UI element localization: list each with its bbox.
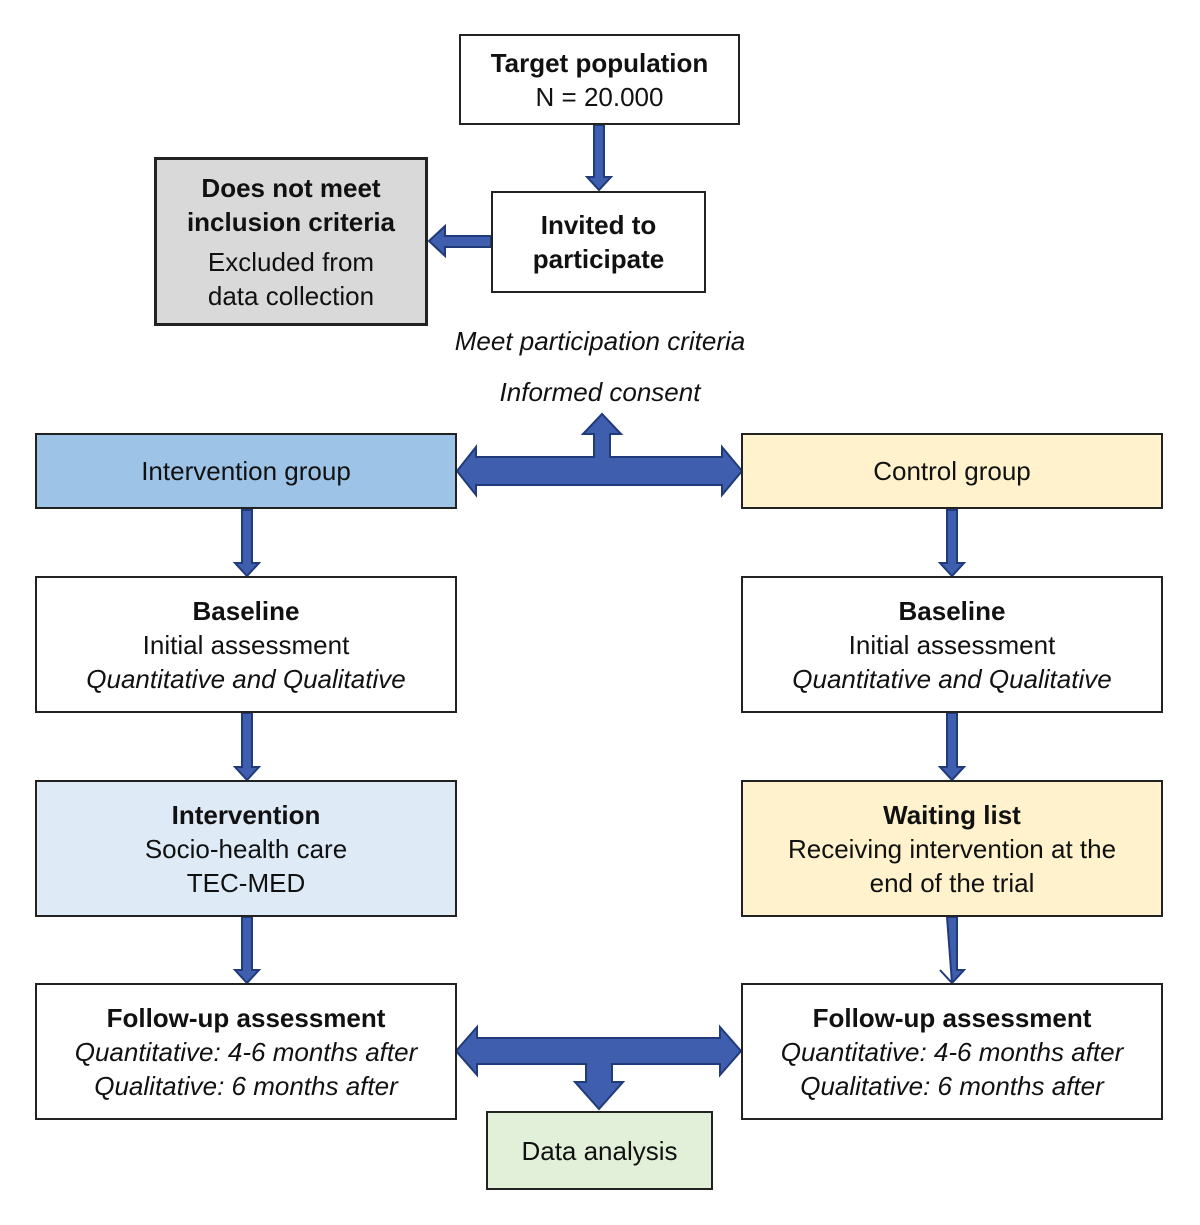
invited-line2: participate xyxy=(532,244,665,274)
waiting-list-box: Waiting list Receiving intervention at t… xyxy=(741,780,1163,917)
target-population-title: Target population xyxy=(490,47,709,78)
followup-left-title: Follow-up assessment xyxy=(106,1002,386,1033)
intervention-box: Intervention Socio-health care TEC-MED xyxy=(35,780,457,917)
invited-box: Invited to participate xyxy=(491,191,706,293)
arrow-baseline-to-waiting xyxy=(937,712,967,782)
arrow-invited-to-excluded xyxy=(427,223,492,259)
intervention-group-box: Intervention group xyxy=(35,433,457,509)
arrow-followup-merge xyxy=(454,1024,743,1111)
baseline-left-line2: Quantitative and Qualitative xyxy=(86,663,406,694)
followup-left-line2: Qualitative: 6 months after xyxy=(94,1070,398,1101)
baseline-left-box: Baseline Initial assessment Quantitative… xyxy=(35,576,457,713)
baseline-right-title: Baseline xyxy=(898,595,1006,626)
intervention-group-title: Intervention group xyxy=(141,456,351,486)
excluded-line-1: Excluded from xyxy=(207,246,375,277)
followup-right-line2: Qualitative: 6 months after xyxy=(800,1070,1104,1101)
target-population-box: Target population N = 20.000 xyxy=(459,34,740,125)
followup-right-box: Follow-up assessment Quantitative: 4-6 m… xyxy=(741,983,1163,1120)
target-population-count: N = 20.000 xyxy=(535,81,664,112)
waiting-list-line1: Receiving intervention at the xyxy=(787,833,1117,864)
excluded-line-2: data collection xyxy=(207,280,375,311)
baseline-right-line1: Initial assessment xyxy=(848,629,1056,660)
baseline-left-title: Baseline xyxy=(192,595,300,626)
waiting-list-line2: end of the trial xyxy=(869,867,1035,898)
intervention-title: Intervention xyxy=(171,799,321,830)
data-analysis-box: Data analysis xyxy=(486,1111,713,1190)
excluded-title-1: Does not meet xyxy=(201,172,381,203)
data-analysis-title: Data analysis xyxy=(521,1135,678,1166)
waiting-list-title: Waiting list xyxy=(883,799,1021,830)
control-group-box: Control group xyxy=(741,433,1163,509)
followup-left-line1: Quantitative: 4-6 months after xyxy=(74,1036,418,1067)
arrow-baseline-to-intervention xyxy=(232,712,262,782)
consent-label: Informed consent xyxy=(499,377,701,407)
intervention-line2: TEC-MED xyxy=(186,867,306,898)
intervention-line1: Socio-health care xyxy=(144,833,348,864)
arrow-target-to-invited xyxy=(584,124,614,192)
arrow-waiting-to-followup xyxy=(939,916,967,986)
followup-right-title: Follow-up assessment xyxy=(812,1002,1092,1033)
excluded-title-2: inclusion criteria xyxy=(186,206,396,237)
excluded-box: Does not meet inclusion criteria Exclude… xyxy=(154,157,428,326)
arrow-ctrlgroup-to-baseline xyxy=(937,509,967,578)
baseline-left-line1: Initial assessment xyxy=(142,629,350,660)
followup-right-line1: Quantitative: 4-6 months after xyxy=(780,1036,1124,1067)
criteria-label: Meet participation criteria xyxy=(454,326,746,356)
arrow-intgroup-to-baseline xyxy=(232,509,262,578)
control-group-title: Control group xyxy=(873,456,1031,486)
arrow-intervention-to-followup xyxy=(232,916,262,985)
followup-left-box: Follow-up assessment Quantitative: 4-6 m… xyxy=(35,983,457,1120)
baseline-right-box: Baseline Initial assessment Quantitative… xyxy=(741,576,1163,713)
baseline-right-line2: Quantitative and Qualitative xyxy=(792,663,1112,694)
arrow-consent-split xyxy=(455,412,744,498)
invited-line1: Invited to xyxy=(540,210,657,240)
